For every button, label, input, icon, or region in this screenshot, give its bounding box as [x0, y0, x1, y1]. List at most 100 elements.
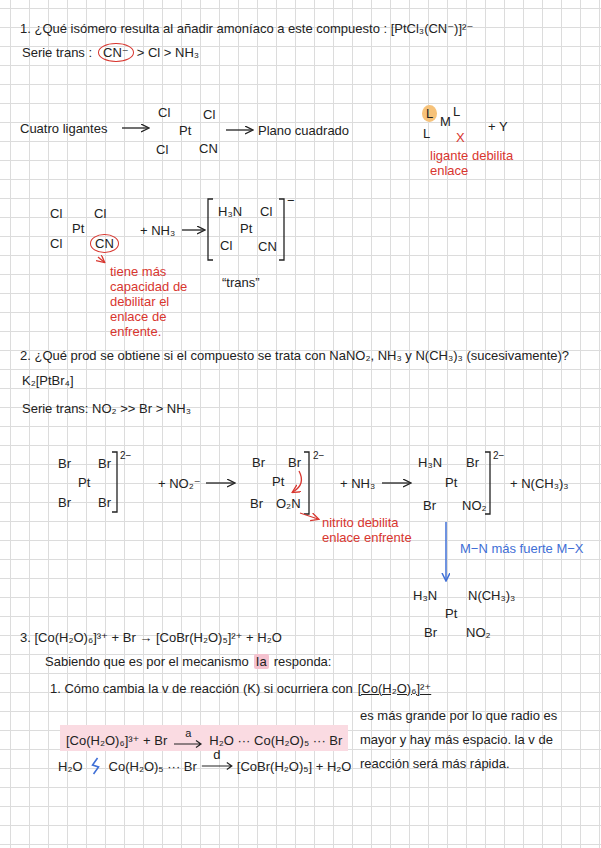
- atom-label: CN: [258, 239, 277, 254]
- note-arrow: [98, 257, 104, 262]
- highlighted-ligand: L: [422, 105, 437, 122]
- reaction-arrow: [182, 229, 204, 230]
- atom-label: X: [456, 130, 465, 145]
- node-text: Ia: [256, 654, 267, 669]
- charge-label: 2−: [313, 448, 324, 463]
- note-arrow: [300, 513, 318, 519]
- complex-bracket: [112, 452, 117, 512]
- highlighted-term: Ia: [254, 654, 269, 669]
- atom-label: L: [423, 126, 430, 141]
- atom-label: Cl: [156, 142, 168, 157]
- charge-label: 2−: [120, 448, 131, 463]
- atom-label: Pt: [445, 475, 457, 490]
- atom-label: Br: [58, 495, 71, 510]
- atom-label: N(CH₃)₃: [468, 588, 515, 603]
- atom-label: M: [440, 114, 451, 129]
- note-text: > Cl > NH₃: [137, 45, 199, 60]
- note-text: + Y: [488, 119, 508, 134]
- pointer-arrow: [226, 129, 252, 130]
- note-text: Plano cuadrado: [258, 123, 349, 138]
- atom-label: H₃N: [413, 588, 437, 603]
- node-text: a: [185, 728, 191, 739]
- charge-label: 2−: [493, 448, 504, 463]
- reagent-label: + NH₃: [340, 476, 375, 491]
- atom-label: Pt: [240, 221, 252, 236]
- arrow-line: [174, 741, 201, 748]
- node-text: [Co(H₂O)₆]³⁺ + Br: [66, 733, 167, 748]
- note-text: K₂[PtBr₄]: [22, 373, 74, 388]
- atom-label: L: [453, 104, 460, 119]
- node-text: CN⁻: [103, 45, 129, 60]
- atom-label: NO₂: [462, 498, 487, 513]
- reaction-arrow: [202, 763, 232, 770]
- note-text: “trans”: [222, 275, 260, 290]
- atom-label: Pt: [179, 123, 191, 138]
- red-note: ligante debilita enlace: [430, 148, 525, 178]
- node-text: CN: [95, 236, 114, 251]
- atom-label: Br: [423, 498, 436, 513]
- question-text: 2. ¿Qué prod se obtiene si el compuesto …: [20, 348, 569, 363]
- atom-label: Pt: [72, 221, 84, 236]
- atom-label: Pt: [78, 475, 90, 490]
- reaction-arrow: [382, 482, 410, 483]
- red-note: nitrito debilita enlace enfrente: [322, 515, 432, 545]
- reagent-label: + N(CH₃)₃: [510, 476, 569, 491]
- atom-label: O₂N: [276, 496, 301, 511]
- question-text: 3. [Co(H₂O)₆]³⁺ + Br → [CoBr(H₂O)₅]²⁺ + …: [20, 630, 282, 645]
- atom-label: Cl: [203, 107, 215, 122]
- atom-label: Br: [250, 496, 263, 511]
- blue-note: M−N más fuerte M−X: [460, 541, 584, 556]
- note-text: Sabiendo que es por el mecanismo: [45, 654, 249, 669]
- atom-label: Pt: [445, 606, 457, 621]
- atom-label: Cl: [94, 206, 106, 221]
- note-text: Serie trans: NO₂ >> Br > NH₃: [22, 401, 191, 416]
- atom-label: Br: [98, 456, 111, 471]
- circled-ligand: CN: [90, 234, 119, 253]
- note-text: [CoBr(H₂O)₅] + H₂O: [237, 759, 352, 774]
- atom-label: Br: [58, 456, 71, 471]
- red-note: tiene más capacidad de debilitar el enla…: [110, 264, 192, 339]
- complex-bracket: [304, 452, 309, 514]
- note-text: [Co(H₂O)₆]²⁺: [358, 681, 431, 696]
- atom-label: Br: [424, 625, 437, 640]
- reaction-arrow: [206, 482, 234, 483]
- charge-label: −: [287, 193, 295, 208]
- complex-bracket: [208, 199, 213, 260]
- atom-label: Cl: [220, 238, 232, 253]
- curved-arrow: [293, 471, 301, 492]
- atom-label: Cl: [50, 236, 62, 251]
- step-arrow: [445, 522, 447, 580]
- arrow-group: a: [173, 728, 203, 748]
- answer-note: es más grande por lo que radio es mayor …: [360, 704, 592, 776]
- reaction-arrow: [173, 739, 203, 748]
- note-text: responda:: [274, 654, 332, 669]
- note-text: d: [213, 747, 220, 762]
- reagent-label: + NO₂⁻: [158, 476, 201, 491]
- reagent-label: + NH₃: [140, 223, 175, 238]
- note-text: Serie trans :: [22, 45, 92, 60]
- atom-label: H₃N: [218, 204, 242, 219]
- bond-break-mark: [93, 758, 99, 774]
- circled-ligand: CN⁻: [98, 43, 134, 62]
- atom-label: Br: [466, 455, 479, 470]
- note-text: H₂O: [58, 759, 83, 774]
- node-text: L: [426, 106, 433, 121]
- atom-label: Br: [98, 495, 111, 510]
- node-text: H₂O ··· Co(H₂O)₅ ··· Br: [209, 733, 342, 748]
- atom-label: Br: [252, 455, 265, 470]
- highlighted-equation: [Co(H₂O)₆]³⁺ + Br a H₂O ··· Co(H₂O)₅ ··· B…: [60, 725, 348, 751]
- note-text: Cuatro ligantes: [20, 121, 107, 136]
- note-text: Co(H₂O)₅ ··· Br: [109, 759, 197, 774]
- atom-label: Pt: [272, 474, 284, 489]
- complex-bracket: [279, 199, 284, 260]
- pointer-arrow: [122, 127, 148, 128]
- atom-label: Cl: [158, 105, 170, 120]
- atom-label: Cl: [50, 206, 62, 221]
- atom-label: NO₂: [466, 625, 491, 640]
- atom-label: Cl: [260, 204, 272, 219]
- question-text: 1. ¿Qué isómero resulta al añadir amonía…: [20, 21, 473, 36]
- note-text: 1. Cómo cambia la v de reacción (K) si o…: [50, 681, 353, 696]
- atom-label: CN: [199, 141, 218, 156]
- atom-label: H₃N: [418, 455, 442, 470]
